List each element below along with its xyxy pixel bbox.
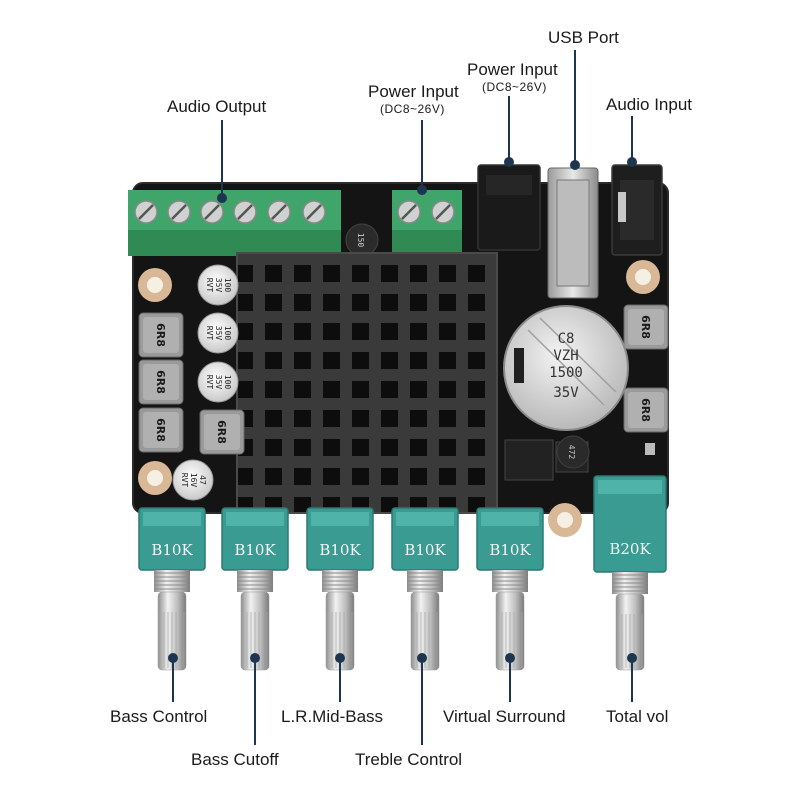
label-lr-mid-bass: L.R.Mid-Bass — [281, 707, 384, 726]
capacitor-marking: 35V — [214, 278, 223, 293]
terminal-screw — [267, 200, 291, 224]
inductor-6r8: 6R8 — [623, 387, 669, 433]
terminal-screw — [200, 200, 224, 224]
svg-text:6R8: 6R8 — [215, 420, 228, 444]
capacitor-marking: 100 — [223, 326, 232, 341]
terminal-screw — [167, 200, 191, 224]
audio-input-jack — [611, 164, 663, 256]
dc-barrel-jack — [477, 164, 541, 251]
label-power-input-jack-spec: (DC8~26V) — [482, 80, 547, 94]
terminal-screw — [302, 200, 326, 224]
label-audio-input: Audio Input — [606, 95, 693, 114]
potentiometer: B10K — [476, 507, 544, 671]
capacitor-marking: RVT — [205, 326, 214, 341]
label-power-input-terminal: Power Input — [368, 82, 459, 101]
capacitor-marking: 100 — [223, 375, 232, 390]
svg-text:6R8: 6R8 — [639, 398, 652, 422]
terminal-screw — [233, 200, 257, 224]
svg-text:6R8: 6R8 — [154, 418, 167, 442]
svg-text:6R8: 6R8 — [154, 323, 167, 347]
power-input-terminal — [392, 190, 462, 256]
svg-text:6R8: 6R8 — [154, 370, 167, 394]
svg-text:B10K: B10K — [151, 541, 193, 559]
label-audio-output: Audio Output — [167, 97, 267, 116]
small-inductor-150: 150 — [345, 223, 379, 257]
label-total-vol: Total vol — [606, 707, 669, 726]
svg-text:B20K: B20K — [609, 540, 651, 558]
label-bass-control: Bass Control — [110, 707, 208, 726]
capacitor-marking: 47 — [198, 475, 207, 485]
capacitor-marking: RVT — [205, 375, 214, 390]
label-bass-cutoff: Bass Cutoff — [191, 750, 279, 769]
potentiometers: B10K B10K B10K B10K B10K B20K — [138, 475, 667, 671]
heatsink — [237, 253, 497, 513]
chips: 472 — [504, 435, 655, 481]
inductors: 6R8 6R8 6R8 6R8 6R8 6R8 — [138, 304, 669, 455]
svg-text:VZH: VZH — [553, 348, 578, 364]
inductor-6r8: 6R8 — [623, 304, 669, 350]
svg-text:1500: 1500 — [549, 365, 583, 381]
inductor-6r8: 6R8 — [138, 407, 184, 453]
capacitor-marking: RVT — [205, 278, 214, 293]
svg-text:150: 150 — [356, 233, 365, 248]
capacitor-marking: 100 — [223, 278, 232, 293]
label-treble-control: Treble Control — [355, 750, 463, 769]
svg-text:C8: C8 — [558, 331, 575, 347]
svg-text:B10K: B10K — [404, 541, 446, 559]
inductor-6r8: 6R8 — [138, 359, 184, 405]
inductor-6r8: 6R8 — [138, 312, 184, 358]
label-power-input-jack: Power Input — [467, 60, 558, 79]
svg-text:B10K: B10K — [234, 541, 276, 559]
potentiometer: B10K — [391, 507, 459, 671]
svg-text:B10K: B10K — [489, 541, 531, 559]
svg-text:B10K: B10K — [319, 541, 361, 559]
capacitor-marking: 16V — [189, 473, 198, 488]
svg-text:472: 472 — [567, 445, 576, 460]
large-capacitor: C8 VZH 1500 35V — [503, 305, 629, 431]
potentiometer: B10K — [221, 507, 289, 671]
usb-port — [547, 167, 599, 299]
potentiometer-total-vol: B20K — [593, 475, 667, 671]
svg-text:6R8: 6R8 — [639, 315, 652, 339]
svg-text:35V: 35V — [553, 385, 579, 401]
mounting-holes — [138, 260, 660, 537]
capacitor-marking: 35V — [214, 326, 223, 341]
terminal-screw — [134, 200, 158, 224]
label-power-input-terminal-spec: (DC8~26V) — [380, 102, 445, 116]
label-virtual-surround: Virtual Surround — [443, 707, 566, 726]
audio-output-terminal — [128, 190, 341, 256]
inductor-6r8: 6R8 — [199, 409, 245, 455]
label-usb-port: USB Port — [548, 28, 619, 47]
capacitor-marking: RVT — [180, 473, 189, 488]
potentiometer: B10K — [138, 507, 206, 671]
pointer-lines — [168, 50, 637, 745]
capacitor-marking: 35V — [214, 375, 223, 390]
potentiometer: B10K — [306, 507, 374, 671]
